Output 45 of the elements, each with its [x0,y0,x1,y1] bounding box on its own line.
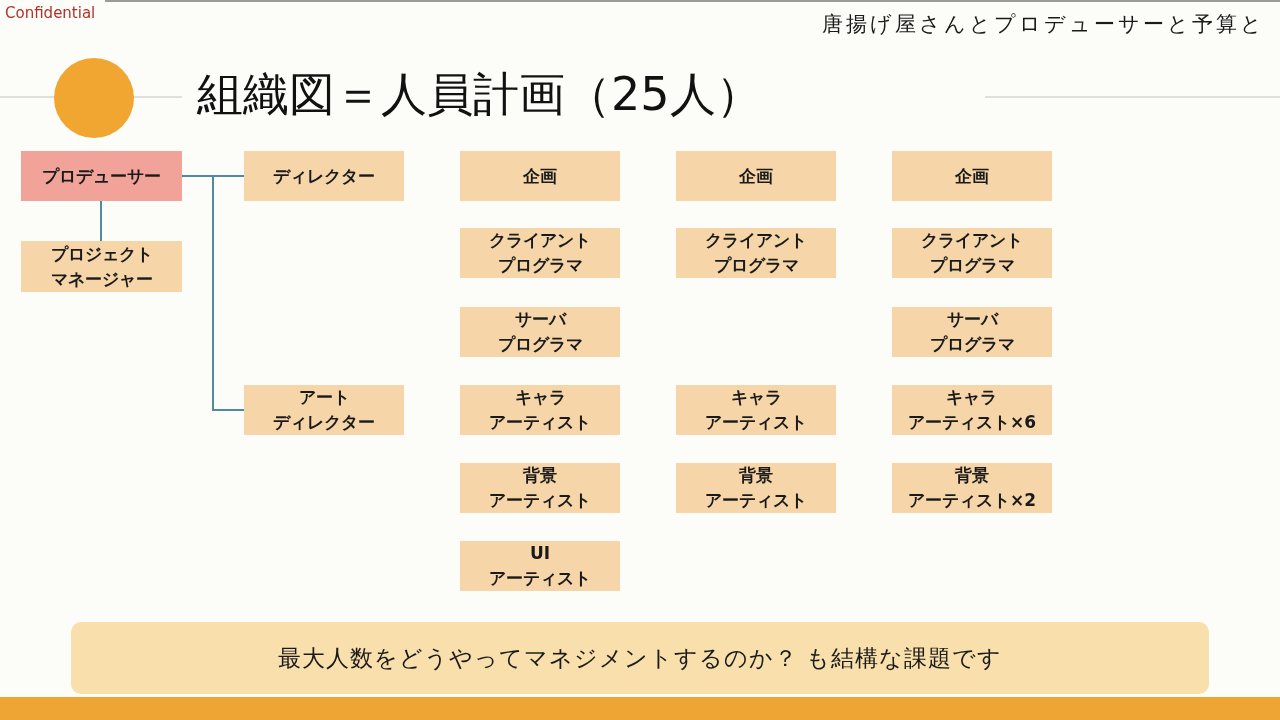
role-label: アートディレクター [273,386,375,434]
role-box [892,307,1052,357]
role-label: サーバプログラマ [497,308,583,356]
role-box [460,541,620,591]
role-box [676,151,836,201]
role-box [460,463,620,513]
role-box [892,151,1052,201]
role-label: クライアントプログラマ [705,229,807,277]
role-label: ディレクター [273,164,375,188]
role-label: UIアーティスト [489,542,591,590]
note-banner [71,622,1209,694]
role-label: クライアントプログラマ [489,229,591,277]
role-box [244,151,404,201]
connector-line [181,175,245,411]
role-box [21,241,182,292]
role-box [460,228,620,278]
role-box [676,463,836,513]
slide-title: 組織図＝人員計画（25人） [197,66,762,123]
role-label: 企画 [955,164,989,188]
role-label: 背景アーティスト×2 [907,464,1037,512]
role-box [892,228,1052,278]
confidential-label: Confidential [5,4,96,22]
role-label: 企画 [523,164,557,188]
role-label: サーバプログラマ [929,308,1015,356]
note-text: 最大人数をどうやってマネジメントするのか？ も結構な課題です [277,644,1003,673]
role-label: プロデューサー [42,164,161,188]
role-label: キャラアーティスト×6 [907,386,1037,434]
role-label: クライアントプログラマ [921,229,1023,277]
role-label: キャラアーティスト [705,386,807,434]
role-box [676,385,836,435]
slide-header-text: 唐揚げ屋さんとプロデューサーと予算と [822,11,1265,38]
role-box [892,463,1052,513]
role-box [244,385,404,435]
role-box [460,307,620,357]
connector-line [100,200,102,242]
role-label: 背景アーティスト [489,464,591,512]
role-label: 背景アーティスト [705,464,807,512]
role-box [460,385,620,435]
role-box [892,385,1052,435]
role-box [21,151,182,201]
role-label: 企画 [739,164,773,188]
role-label: プロジェクトマネージャー [50,242,153,291]
role-box [676,228,836,278]
role-label: キャラアーティスト [489,386,591,434]
role-box [460,151,620,201]
